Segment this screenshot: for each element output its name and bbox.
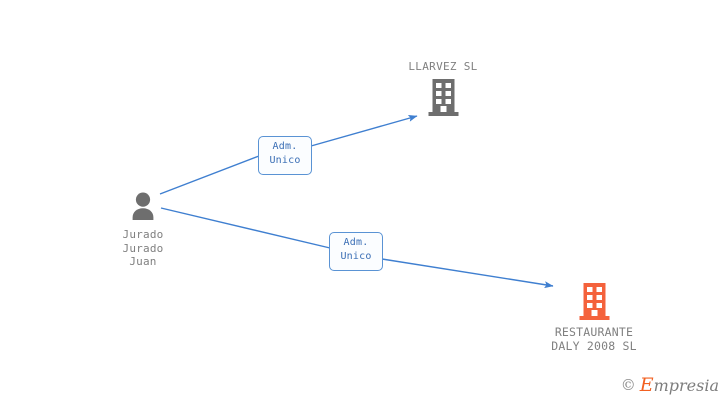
- company-label-llarvez: LLARVEZ SL: [408, 60, 478, 73]
- node-company-llarvez-sl[interactable]: LLARVEZ SL: [383, 60, 503, 116]
- building-icon: [534, 283, 654, 320]
- building-icon: [383, 79, 503, 116]
- brand-initial: E: [639, 374, 654, 396]
- node-company-restaurante-daly-2008-sl[interactable]: RESTAURANTE DALY 2008 SL: [534, 283, 654, 353]
- node-person-jurado-jurado-juan[interactable]: Jurado Jurado Juan: [101, 190, 185, 269]
- person-label: Jurado Jurado Juan: [122, 228, 164, 268]
- copyright-icon: ©: [620, 376, 636, 394]
- empresia-watermark: © Empresia: [620, 374, 719, 396]
- brand-rest: mpresia: [653, 376, 719, 395]
- edge-line-segment-left: [159, 155, 260, 195]
- company-label-restaurante: RESTAURANTE DALY 2008 SL: [551, 325, 637, 353]
- edge-line-segment-right: [381, 258, 554, 289]
- edge-line-segment-right: [310, 114, 418, 147]
- edge-person-to-llarvez: [159, 114, 418, 195]
- person-avatar-icon: [101, 190, 185, 224]
- edge-label-adm-unico-restaurante[interactable]: Adm. Unico: [329, 232, 383, 271]
- edge-line-segment-left: [160, 207, 331, 249]
- edge-person-to-restaurante: [160, 207, 554, 289]
- brand-name: Empresia: [639, 374, 719, 396]
- edge-label-adm-unico-llarvez[interactable]: Adm. Unico: [258, 136, 312, 175]
